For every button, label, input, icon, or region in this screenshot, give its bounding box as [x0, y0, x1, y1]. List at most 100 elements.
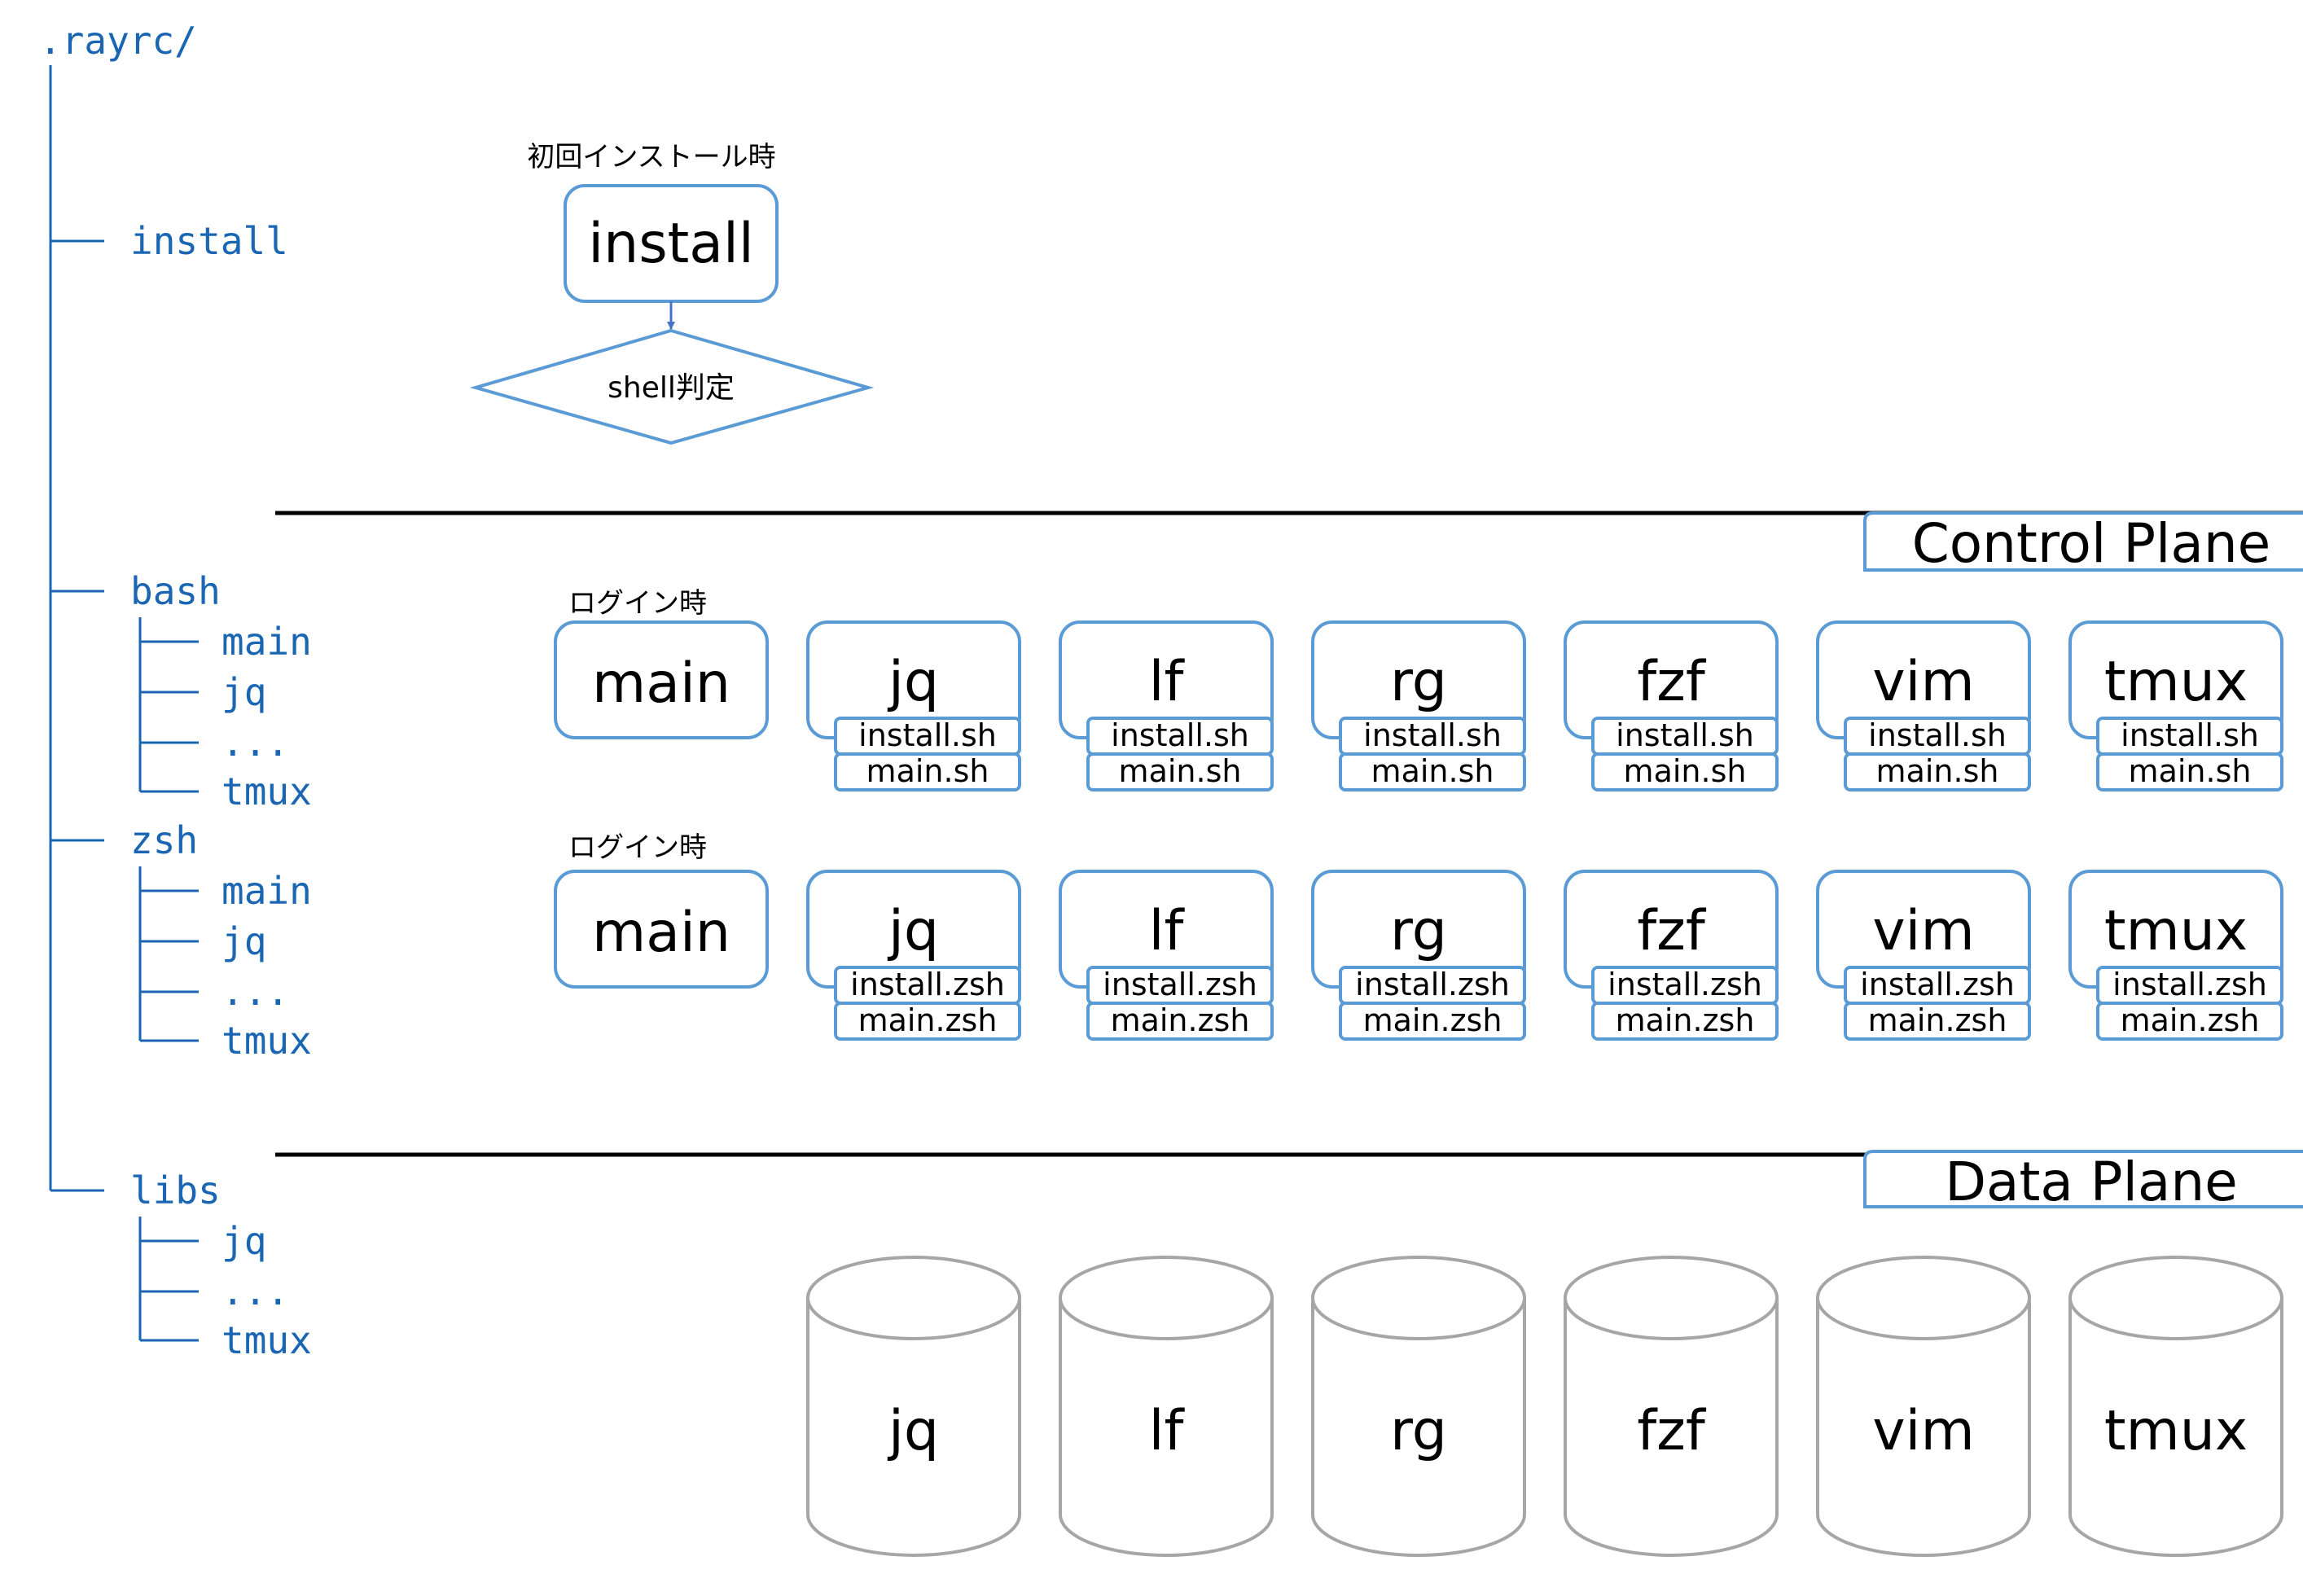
- bash-file-box: [1086, 752, 1274, 791]
- zsh-file-label: install.zsh: [1608, 967, 1762, 1002]
- zsh-file-label: main.zsh: [858, 1002, 998, 1038]
- zsh-file-box: [1844, 1002, 2031, 1041]
- bash-file-box: [834, 752, 1021, 791]
- lib-cylinder-body: [1564, 1298, 1779, 1557]
- lib-cylinder-top: [1311, 1256, 1526, 1340]
- zsh-login-row: ログイン時 main jqinstall.zshmain.zshlfinstal…: [554, 831, 2283, 1041]
- zsh-file-label: main.zsh: [1363, 1002, 1502, 1038]
- zsh-main-box: [554, 870, 769, 989]
- lib-cylinder-label: rg: [1390, 1399, 1447, 1463]
- install-section: 初回インストール時 install shell判定: [469, 141, 875, 445]
- lib-cylinder-top: [806, 1256, 1021, 1340]
- lib-cylinder-top: [1816, 1256, 2031, 1340]
- bash-module-name: tmux: [2104, 650, 2248, 714]
- bash-file-label: main.sh: [1876, 753, 1999, 789]
- bash-main-box: [554, 620, 769, 739]
- zsh-file-label: install.zsh: [1103, 967, 1257, 1002]
- lib-cylinder-body: [806, 1298, 1021, 1557]
- lib-cylinder-label: jq: [887, 1399, 939, 1463]
- directory-tree: .rayrc/ install bash main jq ... tmux zs…: [39, 19, 312, 1362]
- data-plane-tab: [1863, 1150, 2303, 1208]
- lib-cylinder-label: vim: [1872, 1399, 1974, 1463]
- bash-login-caption: ログイン時: [568, 587, 707, 620]
- zsh-file-box: [2096, 1002, 2283, 1041]
- zsh-file-label: install.zsh: [1860, 967, 2015, 1002]
- zsh-module-name: vim: [1872, 899, 1974, 963]
- bash-file-label: main.sh: [1371, 753, 1494, 789]
- lib-cylinder-rg: rg: [1311, 1256, 1526, 1557]
- bash-module-name: lf: [1149, 650, 1186, 714]
- lib-cylinder-top: [1564, 1256, 1779, 1340]
- zsh-file-label: main.zsh: [1111, 1002, 1250, 1038]
- tree-bash-child: jq: [222, 670, 266, 714]
- bash-module-name: vim: [1872, 650, 1974, 714]
- zsh-file-label: main.zsh: [1868, 1002, 2007, 1038]
- zsh-login-caption: ログイン時: [568, 831, 707, 864]
- zsh-file-box: [1086, 1002, 1274, 1041]
- tree-zsh-child: main: [222, 869, 312, 913]
- shell-decision-diamond: [469, 328, 875, 445]
- zsh-file-box: [1339, 1002, 1526, 1041]
- bash-file-label: main.sh: [1119, 753, 1242, 789]
- bash-file-label: install.sh: [1868, 717, 2007, 753]
- lib-cylinder-label: fzf: [1637, 1399, 1707, 1463]
- zsh-module-name: fzf: [1637, 899, 1707, 963]
- tree-item-zsh: zsh: [130, 818, 198, 862]
- lib-cylinder-fzf: fzf: [1564, 1256, 1779, 1557]
- bash-file-box: [2096, 752, 2283, 791]
- zsh-file-box: [1591, 1002, 1779, 1041]
- lib-cylinder-top: [1059, 1256, 1274, 1340]
- lib-cylinder-body: [1816, 1298, 2031, 1557]
- control-plane-label: Control Plane: [1912, 512, 2271, 575]
- lib-cylinder-vim: vim: [1816, 1256, 2031, 1557]
- zsh-main-label: main: [592, 901, 730, 965]
- bash-module-name: fzf: [1637, 650, 1707, 714]
- zsh-file-label: install.zsh: [850, 967, 1005, 1002]
- lib-cylinder-body: [2068, 1298, 2283, 1557]
- tree-libs-child: ...: [222, 1269, 289, 1313]
- bash-file-box: [1844, 752, 2031, 791]
- libs-cylinder-row: jq lf rg fzf vim tmux: [806, 1256, 2283, 1557]
- bash-main-label: main: [592, 651, 730, 716]
- zsh-file-label: install.zsh: [1355, 967, 1510, 1002]
- tree-bash-child: tmux: [222, 770, 312, 813]
- lib-cylinder-body: [1059, 1298, 1274, 1557]
- tree-root-label: .rayrc/: [39, 19, 197, 63]
- tree-branch-lines: [49, 65, 199, 1342]
- shell-decision-label: shell判定: [608, 371, 735, 405]
- zsh-module-name: lf: [1149, 899, 1186, 963]
- bash-module-name: jq: [887, 650, 939, 714]
- install-box-label: install: [588, 212, 754, 276]
- bash-file-label: main.sh: [1624, 753, 1747, 789]
- control-plane-tab: [1863, 511, 2303, 572]
- zsh-file-box: [834, 1002, 1021, 1041]
- bash-file-label: install.sh: [1616, 717, 1754, 753]
- zsh-module-name: jq: [887, 899, 939, 963]
- zsh-module-name: rg: [1390, 899, 1447, 963]
- tree-libs-child: jq: [222, 1219, 266, 1263]
- lib-cylinder-body: [1311, 1298, 1526, 1557]
- zsh-file-label: install.zsh: [2112, 967, 2267, 1002]
- bash-file-box: [1591, 752, 1779, 791]
- zsh-file-label: main.zsh: [1616, 1002, 1755, 1038]
- lib-cylinder-tmux: tmux: [2068, 1256, 2283, 1557]
- lib-cylinder-lf: lf: [1059, 1256, 1274, 1557]
- tree-item-bash: bash: [130, 569, 221, 613]
- bash-file-box: [1339, 752, 1526, 791]
- tree-libs-child: tmux: [222, 1318, 312, 1362]
- tree-zsh-child: jq: [222, 919, 266, 963]
- bash-module-name: rg: [1390, 650, 1447, 714]
- zsh-module-name: tmux: [2104, 899, 2248, 963]
- bash-file-label: install.sh: [2121, 717, 2259, 753]
